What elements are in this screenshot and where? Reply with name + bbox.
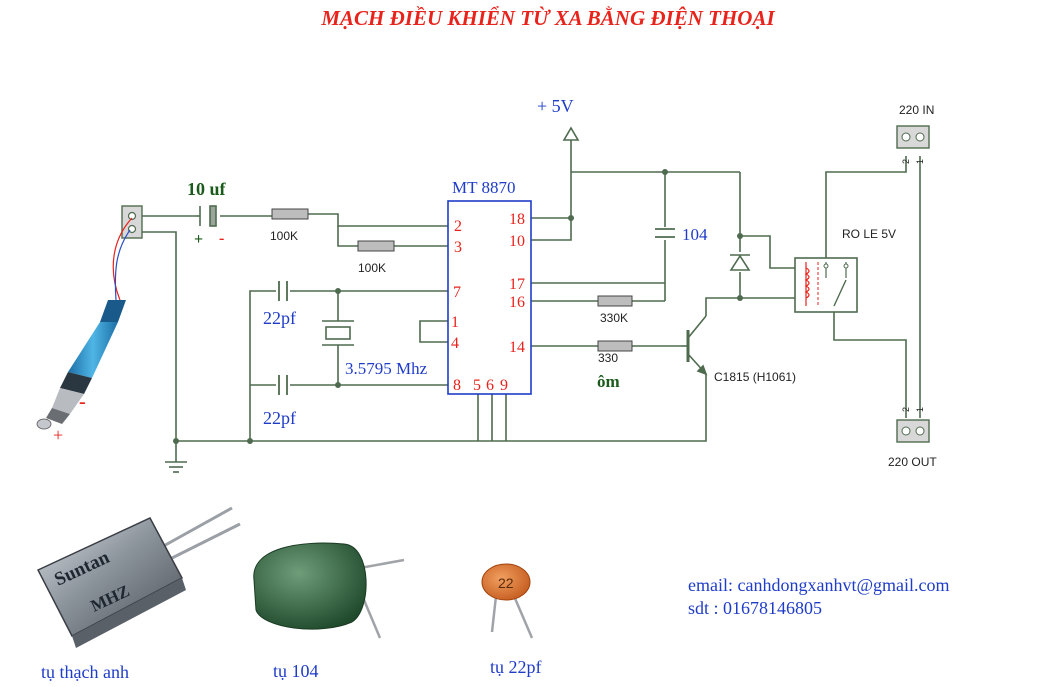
wires [132,140,921,462]
r2-label: 100K [358,261,386,275]
transistor-label: C1815 (H1061) [714,370,796,384]
cap104-photo-label: tụ 104 [273,661,319,681]
transistor-c1815 [682,315,708,376]
vcc-label: + 5V [537,96,574,116]
ic-pin-10: 10 [509,233,525,250]
cap-104-label: 104 [682,225,708,244]
r-330k-label: 330K [600,311,628,325]
cap104-photo [253,542,405,639]
cap-10uf-label: 10 uf [187,179,227,199]
capacitor-10uf [196,205,217,227]
r1-label: 100K [270,229,298,243]
junction-dots [173,169,743,444]
crystal-photo: Suntan MHZ [36,506,241,648]
cap-minus-label: - [219,230,224,247]
cap22-photo: 22 [481,563,534,639]
jack-minus-label: - [79,391,86,413]
terminal-220-out-label: 220 OUT [888,455,937,469]
r-330-label: 330 [598,351,618,365]
ic-pin-18: 18 [509,211,525,228]
relay [794,257,858,313]
resistor-330k [597,295,633,307]
contact-phone: sdt : 01678146805 [688,598,822,618]
cap-22pf-top-label: 22pf [263,308,296,328]
ic-pin-numbers: 2 3 7 1 4 8 5 6 9 18 10 17 16 14 [451,211,525,394]
audio-jack-plug [36,217,133,430]
terminal-in-pin1: 1 [915,159,925,164]
cap-22pf-bottom-label: 22pf [263,408,296,428]
capacitor-104 [655,228,675,238]
terminal-in-pin2: 2 [901,159,911,164]
cap22-marking: 22 [498,575,514,591]
page-title: MẠCH ĐIỀU KHIỂN TỪ XA BẰNG ĐIỆN THOẠI [320,6,775,30]
input-connector [121,205,143,239]
resistor-100k-1 [271,208,309,220]
crystal-photo-label: tụ thạch anh [41,662,129,682]
terminal-220-out [896,419,930,443]
resistor-100k-2 [357,240,395,252]
terminal-220-in [896,125,930,149]
contact-email: email: canhdongxanhvt@gmail.com [688,575,950,595]
ic-mt8870 [447,200,532,395]
ic-pin-6: 6 [486,377,494,394]
ic-pin-17: 17 [509,276,525,293]
ic-pin-5: 5 [473,377,481,394]
ic-pin-8: 8 [453,377,461,394]
r-330-unit-label: ôm [597,372,620,391]
ic-pin-7: 7 [453,284,461,301]
cap-plus-label: + [194,231,203,248]
cap22-photo-label: tụ 22pf [490,657,542,677]
ground-symbol [165,461,187,473]
terminal-out-pin2: 2 [901,407,911,412]
ic-pin-16: 16 [509,294,525,311]
capacitor-22pf-top [278,281,288,301]
terminal-220-in-label: 220 IN [899,103,934,117]
ic-pin-2: 2 [454,218,462,235]
ic-pin-14: 14 [509,339,525,356]
terminal-out-pin1: 1 [915,407,925,412]
capacitor-22pf-bottom [278,375,288,395]
ic-pin-4: 4 [451,335,459,352]
resistor-330 [597,340,633,352]
vcc-arrow [562,126,580,141]
ic-label: MT 8870 [452,178,515,197]
ic-pin-1: 1 [451,314,459,331]
ic-pin-3: 3 [454,239,462,256]
crystal-label: 3.5795 Mhz [345,359,428,378]
relay-label: RO LE 5V [842,227,896,241]
jack-plus-label: + [53,425,63,445]
crystal-symbol [322,320,354,346]
ic-pin-9: 9 [500,377,508,394]
diode [729,254,751,271]
